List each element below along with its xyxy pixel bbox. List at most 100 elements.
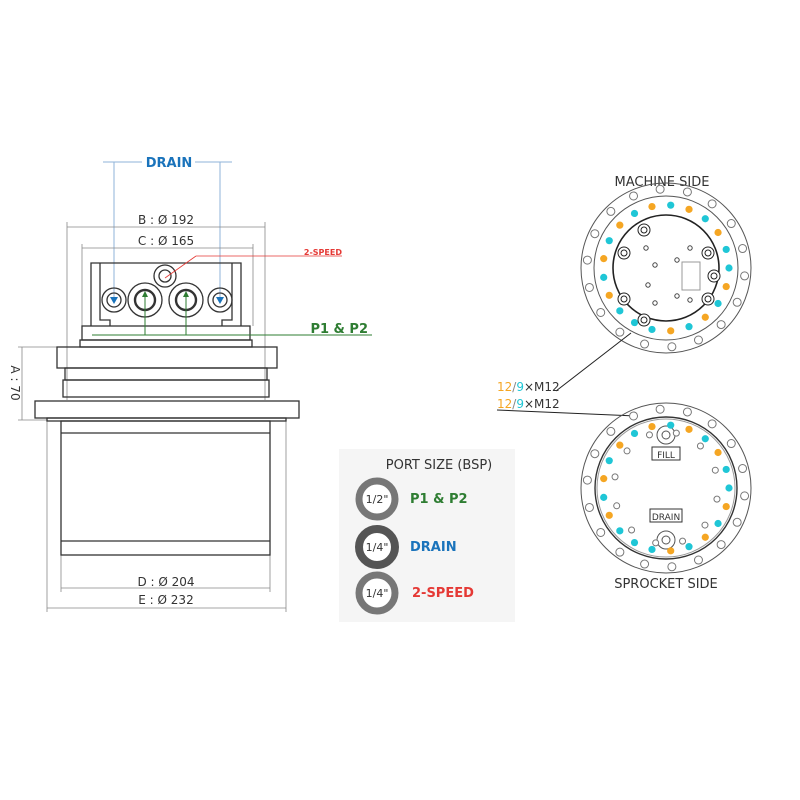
outer-hole — [726, 439, 736, 449]
outer-hole — [584, 502, 594, 512]
bolt-hole — [648, 422, 656, 431]
bolt-hole — [722, 465, 730, 474]
mount-boss — [617, 292, 631, 306]
dim-d: D : Ø 204 — [137, 575, 194, 589]
outer-hole — [740, 491, 750, 501]
inner-hole — [711, 466, 719, 474]
inner-hole — [613, 502, 621, 510]
svg-text:DRAIN: DRAIN — [410, 540, 457, 555]
dim-c: C : Ø 165 — [138, 234, 194, 248]
fill-label: FILL — [657, 451, 675, 461]
port-size-legend: PORT SIZE (BSP) 1/2" P1 & P2 1/4" DRAIN … — [339, 449, 515, 622]
outer-hole — [716, 540, 726, 550]
bolt-hole — [714, 299, 722, 308]
mount-hole — [620, 249, 628, 257]
outer-hole — [707, 419, 717, 429]
bolt-hole — [667, 421, 675, 429]
mount-hole — [704, 249, 712, 257]
mount-hole — [704, 295, 712, 303]
outer-hole — [693, 335, 703, 345]
drain-port-left — [101, 287, 127, 313]
outer-hole — [693, 555, 703, 565]
bolt-hole — [600, 273, 608, 281]
p1-p2-label: P1 & P2 — [310, 322, 368, 337]
bolt-hole — [667, 547, 675, 555]
dim-b: B : Ø 192 — [138, 213, 194, 227]
outer-hole — [738, 464, 748, 474]
inner-hole — [713, 495, 721, 503]
inner-hole — [645, 431, 653, 439]
outer-hole — [707, 199, 717, 209]
inner-hole — [679, 537, 687, 545]
bolt-hole — [630, 209, 639, 218]
inner-hole — [672, 429, 680, 437]
drain-label: DRAIN — [146, 156, 193, 171]
svg-text:2-SPEED: 2-SPEED — [412, 586, 474, 601]
bolt-hole — [600, 255, 608, 263]
outer-hole — [732, 517, 742, 527]
bolt-hole — [605, 457, 613, 465]
sprocket-bolt-spec: 12/9×M12 — [497, 397, 560, 411]
bolt-hole — [701, 313, 709, 321]
sprocket-drain-label: DRAIN — [652, 513, 680, 523]
bolt-hole — [605, 511, 613, 519]
outer-hole — [667, 562, 677, 572]
sprocket-side-view — [580, 402, 752, 574]
bolt-hole — [701, 435, 709, 443]
small-hole — [652, 300, 658, 306]
small-hole — [645, 282, 651, 288]
outer-hole — [740, 271, 750, 281]
bolt-hole — [616, 307, 624, 315]
outer-hole — [582, 255, 592, 265]
outer-hole — [596, 527, 606, 537]
machine-side-view — [580, 182, 752, 354]
dim-e: E : Ø 232 — [138, 593, 193, 607]
bolt-hole — [714, 448, 722, 457]
outer-hole — [596, 307, 606, 317]
side-view — [18, 161, 372, 612]
outer-hole — [640, 559, 650, 569]
bolt-hole — [701, 215, 709, 223]
legend-item: 1/4" 2-SPEED — [355, 571, 474, 615]
outer-hole — [726, 219, 736, 229]
bolt-hole — [667, 201, 675, 209]
bolt-hole — [725, 264, 733, 272]
small-hole — [674, 257, 680, 263]
outer-hole — [606, 426, 616, 436]
legend-title: PORT SIZE (BSP) — [386, 458, 493, 473]
bolt-hole — [667, 327, 675, 335]
outer-hole — [667, 342, 677, 352]
bolt-hole — [630, 538, 639, 547]
dim-a: A : 70 — [8, 365, 22, 400]
mount-boss — [707, 269, 721, 283]
bolt-hole — [685, 425, 693, 433]
outer-hole — [590, 229, 600, 239]
inner-hole — [696, 442, 704, 450]
outer-hole — [655, 404, 665, 414]
mount-boss — [637, 223, 651, 237]
inner-hole — [611, 473, 619, 481]
bolt-hole — [616, 527, 624, 535]
bolt-hole — [714, 228, 722, 237]
bolt-hole — [714, 519, 722, 528]
small-hole — [643, 245, 649, 251]
mount-hole — [620, 295, 628, 303]
svg-text:P1 & P2: P1 & P2 — [410, 492, 468, 507]
svg-text:1/4": 1/4" — [366, 587, 389, 600]
outer-hole — [629, 411, 639, 421]
bolt-hole — [648, 545, 656, 554]
bolt-hole — [605, 291, 613, 299]
mount-hole — [640, 226, 648, 234]
svg-text:1/4": 1/4" — [366, 541, 389, 554]
bolt-callout: 12/9×M12 12/9×M12 — [496, 332, 637, 417]
outer-hole — [655, 184, 665, 194]
mount-boss — [701, 246, 715, 260]
mount-boss — [701, 292, 715, 306]
bolt-hole — [725, 484, 733, 492]
outer-hole — [629, 191, 639, 201]
two-speed-port — [153, 264, 177, 288]
bolt-hole — [616, 221, 624, 229]
bolt-hole — [616, 441, 624, 449]
